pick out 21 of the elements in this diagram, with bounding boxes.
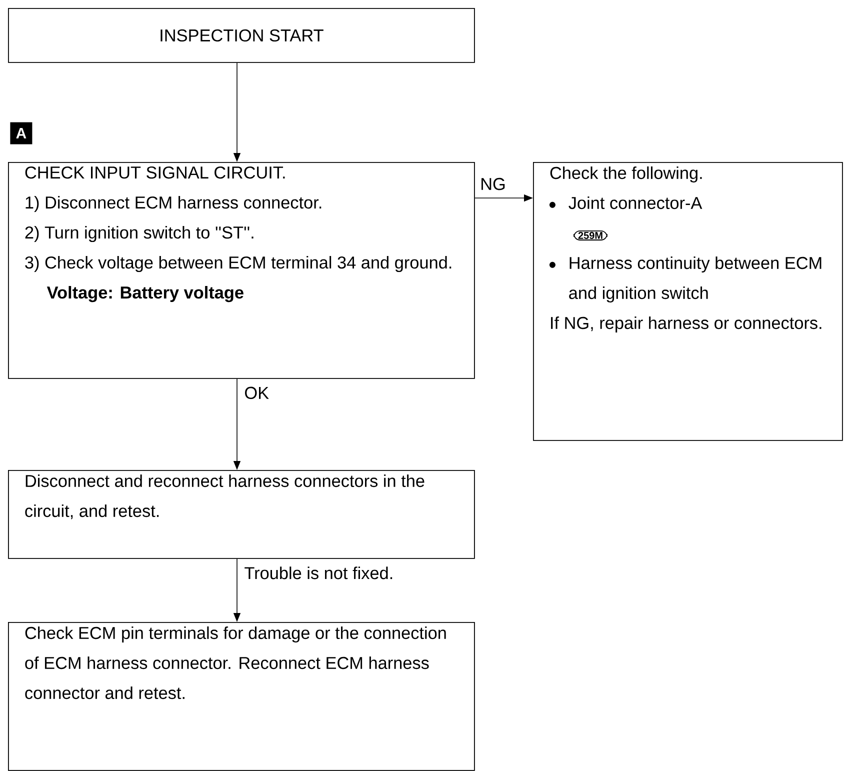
step-box [533, 162, 843, 441]
box-text: INSPECTION START [160, 29, 324, 42]
edge-label: OK [245, 386, 269, 399]
connector-badge: 259M [574, 230, 608, 240]
edge-label: Trouble is not fixed. [244, 566, 392, 580]
item-text: Joint connector-A [568, 196, 702, 210]
box-text: Check the following. [550, 166, 702, 182]
step-box [8, 8, 475, 63]
step-text: 1) Disconnect ECM harness connector. [26, 196, 322, 212]
item-text: Harness continuity between ECM and ignition switch [569, 256, 822, 302]
box-text: Check ECM pin terminals for damage or the connection of ECM harness connector. Reconnect ECM harness connector and retest. [25, 626, 446, 700]
spec-text: Voltage: Battery voltage [46, 286, 244, 302]
box-text: CHECK INPUT SIGNAL CIRCUIT. [25, 166, 285, 179]
step-box [8, 470, 475, 559]
box-text: If NG, repair harness or connectors. [551, 316, 822, 332]
step-text: 3) Check voltage between ECM terminal 34 and ground. [25, 256, 452, 272]
step-box [8, 622, 475, 771]
edge-label: NG [482, 178, 505, 190]
step-box [8, 162, 475, 379]
box-text: Disconnect and reconnect harness connectors in the circuit, and retest. [25, 474, 424, 520]
step-text: 2) Turn ignition switch to ''ST''. [25, 226, 254, 242]
